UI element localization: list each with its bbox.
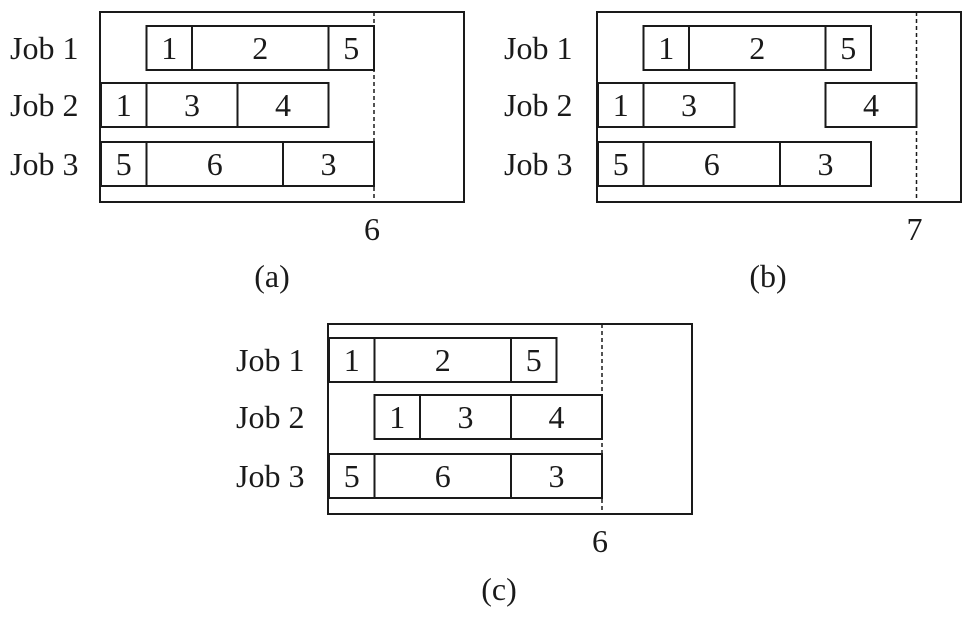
operation-label: 5 [116, 146, 132, 182]
operation-label: 1 [389, 399, 405, 435]
operation-label: 3 [321, 146, 337, 182]
operation-box [597, 82, 645, 128]
operation-label: 4 [275, 87, 291, 123]
operation-box [100, 82, 148, 128]
operation-box [688, 25, 827, 71]
operation-box [282, 141, 375, 187]
operation-label: 3 [818, 146, 834, 182]
operation-label: 1 [161, 30, 177, 66]
operation-box [145, 141, 284, 187]
operation-label: 6 [704, 146, 720, 182]
operation-box [145, 82, 239, 128]
operation-label: 3 [549, 458, 565, 494]
job-label: Job 2 [236, 399, 304, 435]
operation-box [510, 337, 558, 383]
operation-box [236, 82, 330, 128]
operation-box [328, 453, 376, 499]
operation-label: 3 [184, 87, 200, 123]
job-label: Job 3 [236, 458, 304, 494]
operation-label: 5 [343, 30, 359, 66]
operation-label: 5 [526, 342, 542, 378]
operation-box [779, 141, 872, 187]
operation-box [328, 337, 376, 383]
operation-label: 2 [252, 30, 268, 66]
operation-box [373, 453, 512, 499]
operation-label: 4 [863, 87, 879, 123]
operation-box [510, 453, 603, 499]
operation-box [373, 394, 421, 440]
job-label: Job 3 [10, 146, 78, 182]
operation-box [824, 25, 872, 71]
operation-box [145, 25, 193, 71]
operation-box [191, 25, 330, 71]
job-label: Job 2 [10, 87, 78, 123]
job-label: Job 1 [236, 342, 304, 378]
operation-label: 6 [435, 458, 451, 494]
operation-box [100, 141, 148, 187]
operation-box [642, 82, 736, 128]
operation-label: 3 [681, 87, 697, 123]
operation-label: 5 [344, 458, 360, 494]
job-label: Job 1 [504, 30, 572, 66]
job-label: Job 1 [10, 30, 78, 66]
operation-label: 1 [344, 342, 360, 378]
operation-label: 5 [840, 30, 856, 66]
operation-box [642, 141, 781, 187]
operation-label: 2 [749, 30, 765, 66]
makespan-label: 7 [907, 211, 923, 247]
makespan-label: 6 [364, 211, 380, 247]
operation-box [419, 394, 512, 440]
job-label: Job 3 [504, 146, 572, 182]
operation-label: 2 [435, 342, 451, 378]
operation-label: 1 [116, 87, 132, 123]
operation-label: 1 [613, 87, 629, 123]
operation-label: 1 [658, 30, 674, 66]
operation-label: 5 [613, 146, 629, 182]
operation-box [373, 337, 512, 383]
operation-label: 4 [549, 399, 565, 435]
operation-label: 3 [458, 399, 474, 435]
operation-box [824, 82, 918, 128]
job-label: Job 2 [504, 87, 572, 123]
operation-label: 6 [207, 146, 223, 182]
operation-box [597, 141, 645, 187]
panel-caption: (b) [749, 258, 786, 294]
makespan-label: 6 [592, 523, 608, 559]
panel-caption: (c) [481, 571, 517, 607]
panel-frame [327, 323, 693, 515]
panel-caption: (a) [254, 258, 290, 294]
